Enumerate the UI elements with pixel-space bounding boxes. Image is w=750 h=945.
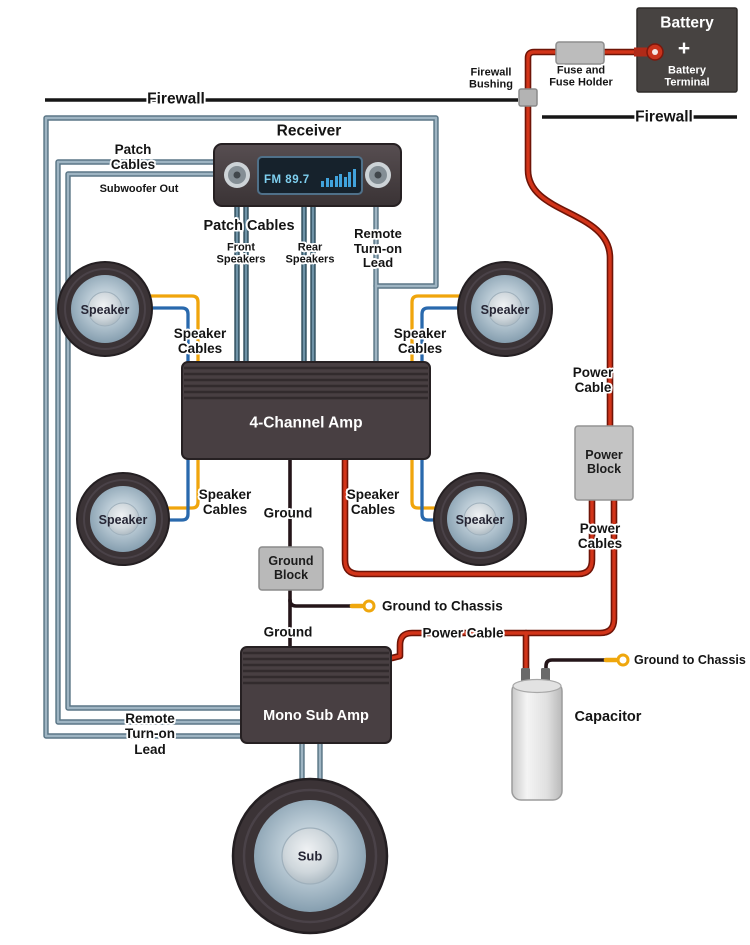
firewall-label-right: Firewall bbox=[635, 108, 693, 126]
ground-to-chassis-label-2: Ground to Chassis bbox=[634, 652, 746, 667]
mono-sub-amp-label: Mono Sub Amp bbox=[263, 707, 369, 724]
power-block-label: Power Block bbox=[585, 447, 623, 476]
receiver-label: Receiver bbox=[276, 122, 342, 140]
firewall-lines bbox=[45, 98, 737, 119]
speaker-cable-wires bbox=[149, 294, 461, 522]
speaker-rear-left bbox=[76, 472, 170, 566]
power-cable-label-mid: Power Cable bbox=[422, 625, 504, 641]
battery-plus-sign: + bbox=[677, 37, 691, 61]
ground-block-label: Ground Block bbox=[268, 553, 314, 582]
rear-speakers-label: Rear Speakers bbox=[285, 241, 335, 266]
firewall-label-left: Firewall bbox=[147, 90, 205, 108]
ground-to-chassis-label-1: Ground to Chassis bbox=[382, 598, 503, 614]
ground-ring-terminal-icon bbox=[362, 599, 376, 613]
radio-station-display: FM 89.7 bbox=[264, 174, 310, 186]
ground-label-lower: Ground bbox=[263, 624, 313, 640]
power-block bbox=[574, 425, 634, 501]
patch-cables-label: Patch Cables bbox=[203, 217, 295, 234]
speaker-rear-right bbox=[433, 472, 527, 566]
battery-label: Battery bbox=[660, 14, 714, 32]
receiver-head-unit bbox=[213, 143, 402, 207]
remote-turn-on-label-bottom: Remote Turn-on Lead bbox=[125, 711, 175, 757]
speaker-label-rear-right: Speaker bbox=[455, 512, 505, 527]
battery-terminal-icon bbox=[634, 43, 664, 61]
firewall-bushing-label: Firewall Bushing bbox=[469, 66, 513, 91]
speaker-cables-label-bl: Speaker Cables bbox=[198, 486, 252, 517]
speaker-cables-label-br: Speaker Cables bbox=[346, 486, 400, 517]
capacitor-label: Capacitor bbox=[574, 708, 642, 725]
sub-label: Sub bbox=[297, 848, 323, 864]
capacitor bbox=[511, 668, 563, 801]
remote-turn-on-label-top: Remote Turn-on Lead bbox=[353, 225, 403, 271]
speaker-label-front-left: Speaker bbox=[80, 302, 130, 317]
four-channel-amp-label: 4-Channel Amp bbox=[249, 414, 363, 432]
ground-ring-terminal-icon bbox=[616, 653, 630, 667]
ground-wires bbox=[288, 456, 630, 676]
front-speakers-label: Front Speakers bbox=[216, 241, 266, 266]
subwoofer bbox=[231, 777, 389, 935]
patch-cables-subwoofer-label: Patch Cables bbox=[110, 141, 156, 172]
speaker-label-front-right: Speaker bbox=[480, 302, 530, 317]
power-cable-label-right: Power Cable bbox=[572, 364, 614, 395]
subwoofer-out-label: Subwoofer Out bbox=[99, 182, 179, 195]
speaker-front-left bbox=[57, 261, 153, 357]
fuse-holder-label: Fuse and Fuse Holder bbox=[549, 64, 613, 89]
power-cables-label: Power Cables bbox=[577, 520, 623, 551]
four-channel-amp bbox=[181, 361, 431, 460]
speaker-label-rear-left: Speaker bbox=[98, 512, 148, 527]
fuse-holder bbox=[555, 41, 605, 65]
ground-block bbox=[258, 546, 324, 591]
battery-terminal-label: Battery Terminal bbox=[664, 64, 710, 89]
speaker-cables-label-tl: Speaker Cables bbox=[173, 325, 227, 356]
speaker-front-right bbox=[457, 261, 553, 357]
mono-sub-amp bbox=[240, 646, 392, 744]
firewall-bushing bbox=[518, 88, 538, 107]
ground-label-upper: Ground bbox=[263, 505, 313, 521]
equalizer-bars-icon bbox=[321, 169, 356, 187]
speaker-cables-label-tr: Speaker Cables bbox=[393, 325, 447, 356]
